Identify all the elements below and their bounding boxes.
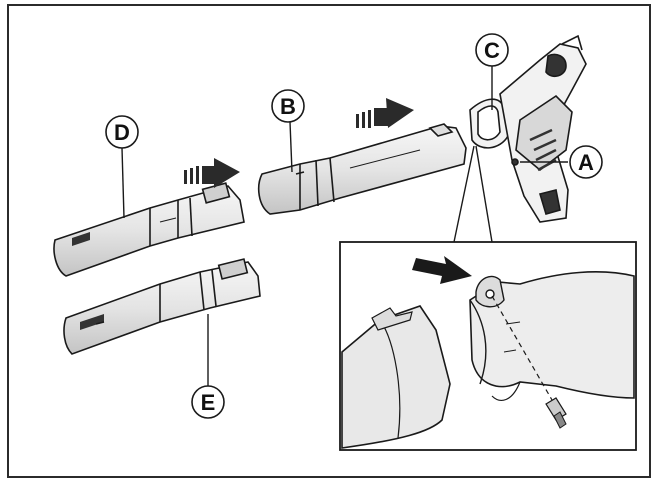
tube-b [257,123,467,215]
svg-text:A: A [578,150,594,175]
screw [545,397,567,429]
nozzle-e [63,258,261,355]
leader-b [289,121,293,173]
callout-a: A [569,145,603,179]
svg-text:D: D [114,120,130,145]
zoom-lines [453,145,493,243]
detail-inset [339,241,637,451]
arrow-to-latch [412,256,472,284]
svg-text:B: B [280,94,296,119]
svg-text:C: C [484,38,500,63]
callout-d: D [105,115,139,149]
blower-unit [469,34,587,223]
callout-b: B [271,89,305,123]
arrow-d-to-b [184,158,240,188]
svg-text:E: E [201,390,216,415]
leader-d [121,147,125,219]
nozzle-d [53,182,245,277]
callout-c: C [475,33,509,67]
callout-e: E [191,385,225,419]
arrow-b-to-blower [356,98,414,128]
